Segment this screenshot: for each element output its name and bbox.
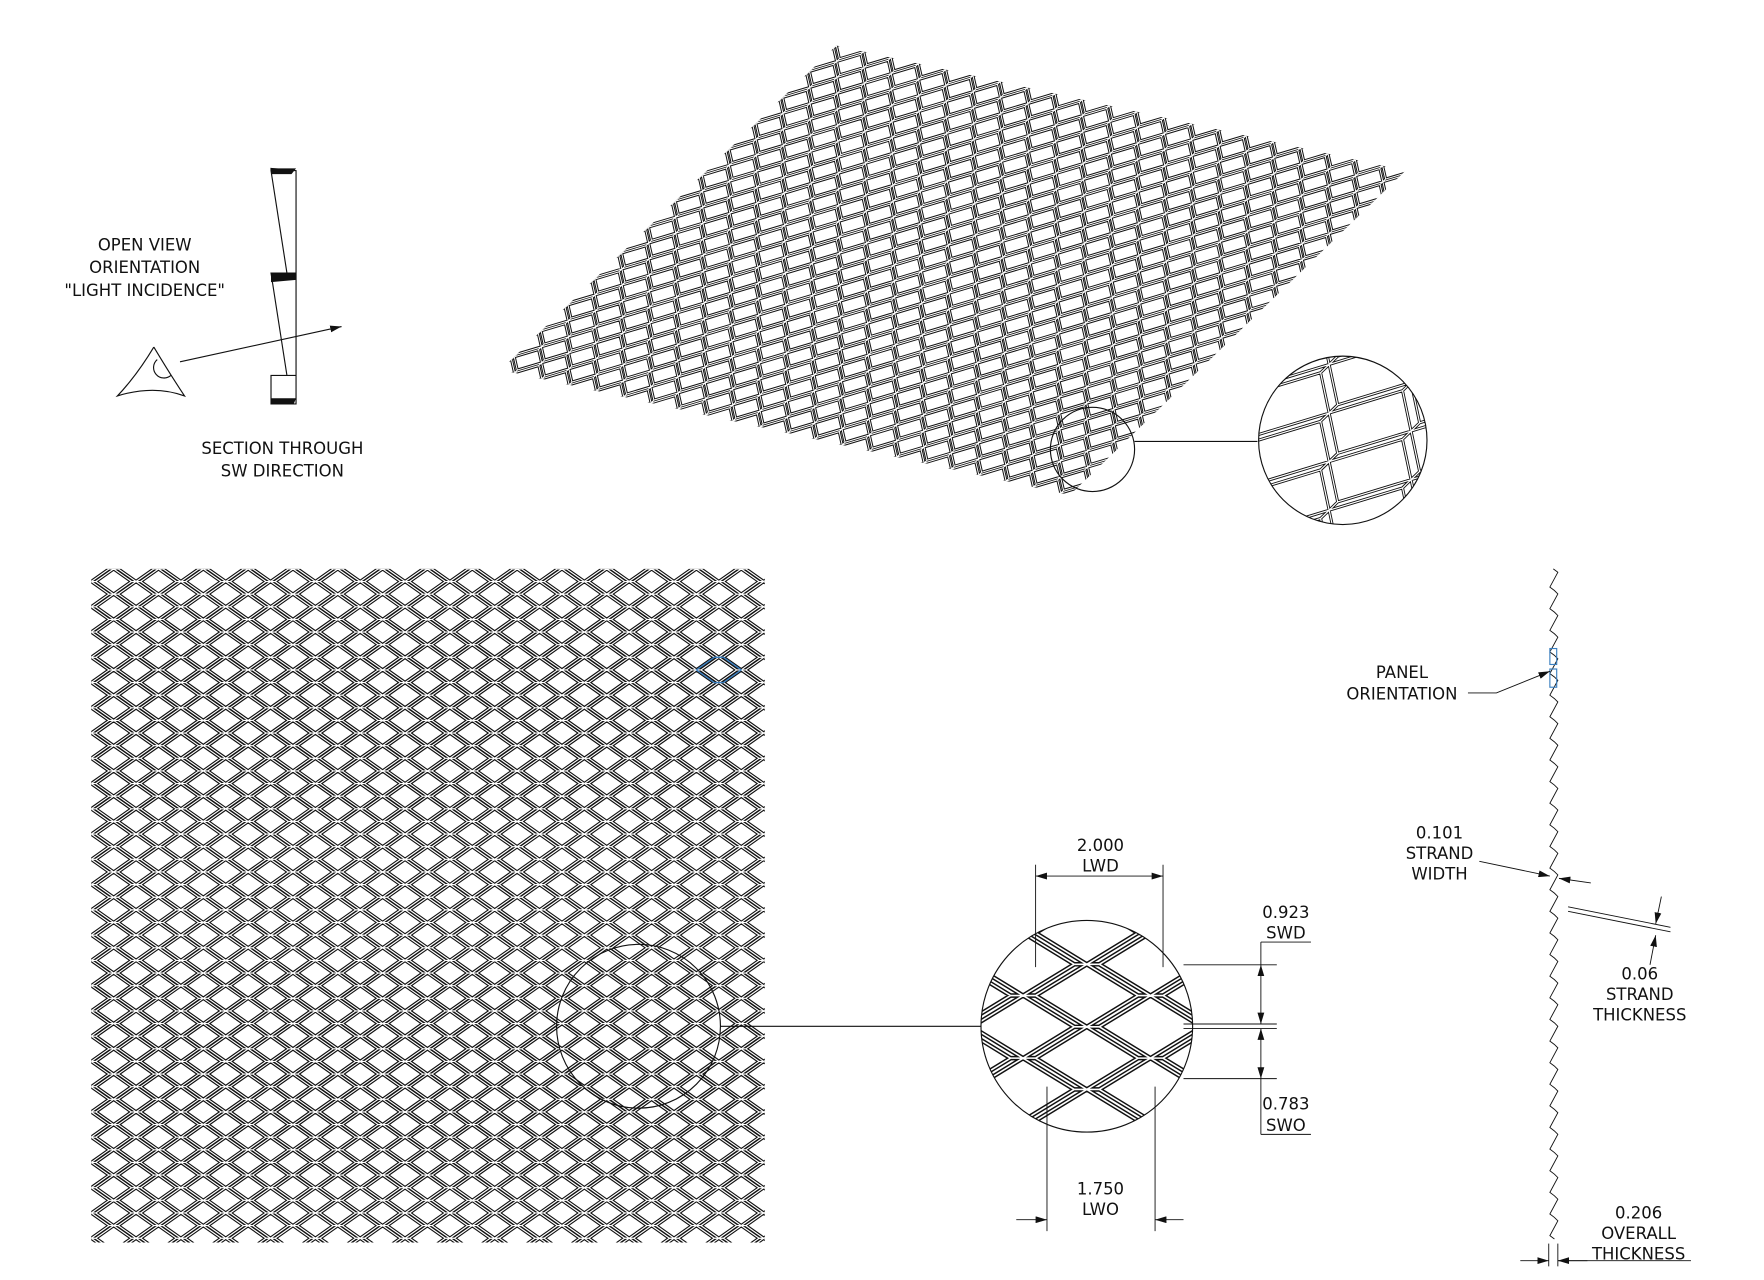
section-view: OPEN VIEW ORIENTATION "LIGHT INCIDENCE" … xyxy=(64,167,363,481)
section-label-2: SW DIRECTION xyxy=(221,462,344,481)
lwd-label: LWD xyxy=(1082,857,1119,876)
swd-swo-dimension: 0.923 SWD 0.783 SWO xyxy=(1183,903,1311,1135)
iso-detail-marker xyxy=(1049,406,1136,493)
lwo-dimension: 1.750 LWO xyxy=(1016,1086,1184,1232)
swo-value: 0.783 xyxy=(1262,1094,1309,1113)
strand-width-label-1: STRAND xyxy=(1406,844,1474,863)
iso-detail-circle xyxy=(1258,355,1428,526)
panel-orientation-1: PANEL xyxy=(1376,663,1429,682)
panel-orientation-2: ORIENTATION xyxy=(1346,685,1457,704)
mesh-strand-inner xyxy=(0,0,1764,1254)
strand-thickness-label-2: THICKNESS xyxy=(1592,1006,1686,1025)
orientation-label-1: OPEN VIEW xyxy=(98,235,192,254)
swd-value: 0.923 xyxy=(1262,903,1309,922)
mesh-strands xyxy=(980,920,1193,1133)
side-profile: PANEL ORIENTATION 0.101 STRAND WIDTH 0.0… xyxy=(1346,568,1691,1267)
overall-thickness-value: 0.206 xyxy=(1615,1204,1662,1223)
overall-thickness-label-1: OVERALL xyxy=(1601,1224,1677,1243)
mesh-strand-inner xyxy=(91,568,765,1243)
swo-label: SWO xyxy=(1266,1116,1306,1135)
isometric-mesh xyxy=(433,1,1464,538)
iso-detail-view xyxy=(0,0,1764,1254)
flat-mesh xyxy=(91,568,765,1243)
mesh-strand-inner xyxy=(980,920,1193,1133)
highlighted-cell xyxy=(695,656,743,684)
strand-thickness-label-1: STRAND xyxy=(1606,985,1674,1004)
detail-circle xyxy=(980,919,1194,1133)
light-arrow xyxy=(179,325,342,363)
strand-width-value: 0.101 xyxy=(1416,824,1463,843)
swd-label: SWD xyxy=(1266,924,1305,943)
lwd-dimension: 2.000 LWD xyxy=(1035,836,1164,968)
orientation-label-2: ORIENTATION xyxy=(89,258,200,277)
eye-icon xyxy=(115,346,186,398)
section-label-1: SECTION THROUGH xyxy=(201,439,363,458)
detail-mesh xyxy=(980,920,1193,1133)
lwo-label: LWO xyxy=(1082,1200,1119,1219)
lwo-value: 1.750 xyxy=(1077,1180,1124,1199)
strand-width-label-2: WIDTH xyxy=(1411,865,1467,884)
orientation-label-3: "LIGHT INCIDENCE" xyxy=(64,281,225,300)
strand-thickness-value: 0.06 xyxy=(1621,965,1658,984)
overall-thickness-label-2: THICKNESS xyxy=(1591,1245,1685,1264)
lwd-value: 2.000 xyxy=(1077,836,1124,855)
mesh-strand-inner xyxy=(433,1,1464,538)
